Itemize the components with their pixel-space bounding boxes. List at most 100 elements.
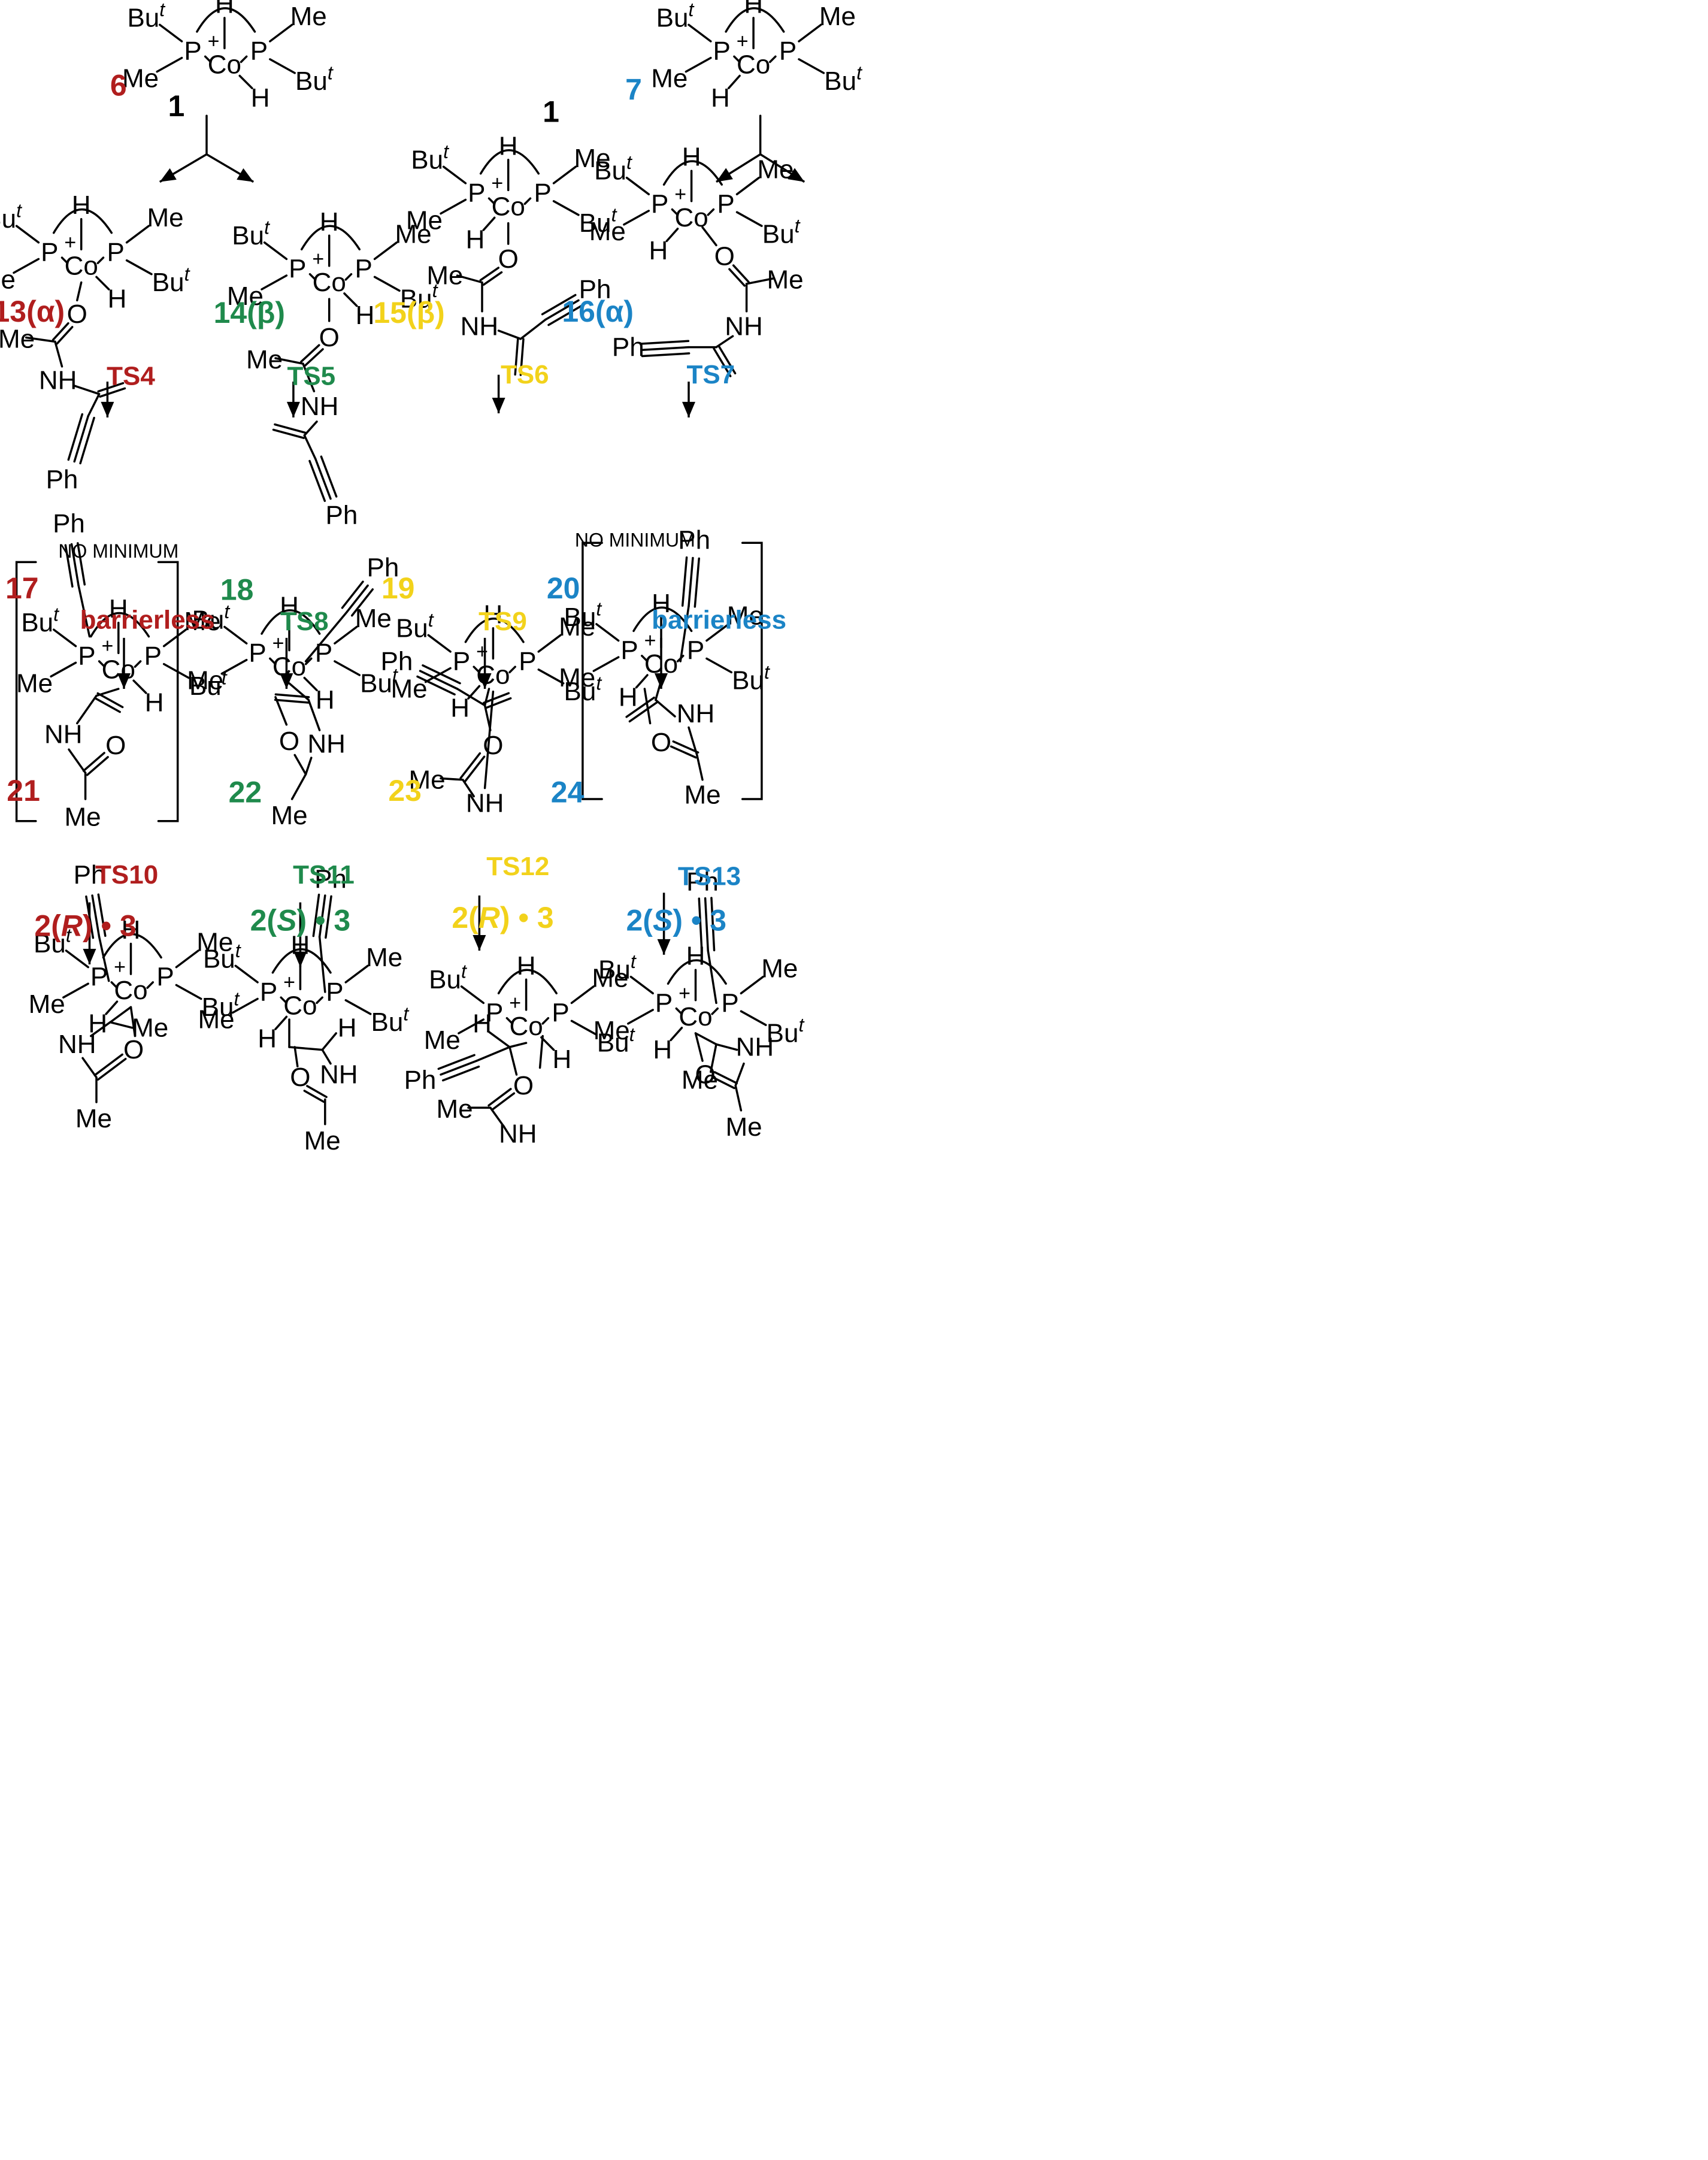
tert-butyl-label: But (360, 664, 398, 698)
oxygen-atom-label: O (483, 731, 503, 760)
phosphorus-atom-label: P (260, 978, 277, 1007)
terminal-hydride-label: H (553, 1045, 572, 1074)
amide-nh-label: NH (736, 1033, 774, 1062)
bond-line (440, 777, 464, 781)
oxygen-atom-label: O (290, 1063, 310, 1092)
methyl-group-label: Me (246, 345, 283, 374)
bond-line (473, 665, 481, 674)
step-label-TS13: TS13 (678, 861, 741, 891)
methyl-group-label: Me (406, 206, 443, 235)
bond-line (25, 336, 56, 343)
terminal-hydride-label: H (316, 685, 335, 715)
methyl-group-label: Me (198, 1005, 235, 1034)
phosphorus-atom-label: P (315, 639, 332, 668)
tert-butyl-label: But (656, 0, 695, 32)
terminal-hydride-label: H (619, 682, 638, 712)
methyl-group-label: Me (64, 802, 101, 831)
phosphorus-atom-label: P (713, 37, 731, 66)
bond-line (696, 754, 704, 781)
positive-charge-label: + (208, 30, 220, 53)
bond-line (99, 387, 126, 398)
tert-butyl-label: But (564, 598, 602, 632)
arrow-head (657, 939, 671, 955)
phosphorus-atom-label: P (687, 636, 704, 665)
bond-line (87, 393, 101, 418)
tert-butyl-label: But (127, 0, 165, 32)
phosphorus-atom-label: P (41, 237, 58, 267)
bond-line (304, 348, 324, 367)
bond-line (734, 1084, 743, 1112)
bisphosphine-backbone-arc (464, 618, 525, 643)
compound-label-24: 24 (551, 776, 585, 809)
arrow-head (473, 935, 486, 951)
bracket (582, 541, 603, 800)
bond-line (732, 264, 750, 283)
bond-line (109, 1006, 132, 1024)
compound-label-18: 18 (220, 573, 254, 606)
bond-line (293, 1046, 299, 1067)
phosphorus-atom-label: P (655, 988, 673, 1018)
bond-line (505, 1017, 514, 1025)
product-label: 2(R) • 3 (34, 909, 136, 943)
compound-label-20: 20 (547, 571, 580, 605)
bond-line (62, 982, 89, 999)
oxygen-atom-label: O (67, 300, 87, 329)
bond-line (734, 1062, 745, 1087)
bridging-hydride-label: H (652, 589, 671, 618)
step-label-TS8: TS8 (280, 607, 329, 636)
bond-line (96, 256, 105, 265)
bond-line (768, 55, 777, 63)
bond-line (204, 55, 212, 63)
compound-label-13(α): 13(α) (0, 295, 65, 328)
oxygen-atom-label: O (105, 731, 126, 760)
bond-line (625, 696, 655, 718)
bond-line (490, 1092, 516, 1111)
arrow-head (159, 168, 177, 182)
bond-line (798, 23, 822, 43)
oxygen-atom-label: O (695, 1060, 715, 1090)
phenyl-group-label: Ph (325, 501, 358, 530)
reactant-label-1: 1 (168, 89, 184, 123)
bond-line (334, 660, 361, 676)
step-label-TS4: TS4 (107, 361, 155, 391)
bond-line (711, 1076, 735, 1090)
bond-line (304, 610, 349, 662)
tert-butyl-label: But (400, 280, 438, 313)
bisphosphine-backbone-arc (300, 225, 361, 251)
bond-line (94, 697, 121, 713)
bond-line (629, 975, 654, 995)
methyl-group-label: Me (271, 801, 307, 830)
terminal-hydride-label: H (653, 1035, 672, 1064)
bond-line (710, 1043, 717, 1073)
cobalt-atom-label: Co (509, 1012, 543, 1041)
bond-line (694, 1032, 704, 1062)
bond-line (52, 322, 69, 341)
bond-line (91, 894, 101, 938)
bond-line (321, 1048, 332, 1065)
terminal-hydride-label: H (108, 285, 127, 314)
oxygen-atom-label: O (651, 728, 671, 757)
methyl-group-label: Me (682, 1066, 718, 1095)
bond-line (798, 58, 825, 74)
oxygen-atom-label: O (714, 241, 735, 271)
bond-line (146, 981, 155, 989)
bond-line (314, 458, 332, 500)
no-minimum-note: NO MINIMUM (58, 540, 178, 562)
bond-line (303, 434, 317, 460)
amide-nh-label: NH (725, 312, 763, 341)
bond-line (740, 1010, 767, 1026)
cobalt-atom-label: Co (674, 203, 708, 232)
terminal-hydride-label: H (145, 688, 164, 718)
bond-line (274, 357, 304, 365)
step-label-TS6: TS6 (501, 360, 549, 389)
bond-line (238, 74, 253, 89)
methyl-group-label: Me (559, 663, 595, 692)
positive-charge-label: + (114, 956, 126, 979)
tert-butyl-label: But (192, 601, 231, 635)
phenyl-group-label: Ph (579, 275, 611, 304)
methyl-group-label: Me (0, 324, 35, 353)
bridging-hydride-label: H (109, 594, 128, 624)
bond-line (60, 256, 69, 265)
methyl-group-label: Me (574, 144, 610, 173)
tert-butyl-label: But (579, 204, 617, 238)
